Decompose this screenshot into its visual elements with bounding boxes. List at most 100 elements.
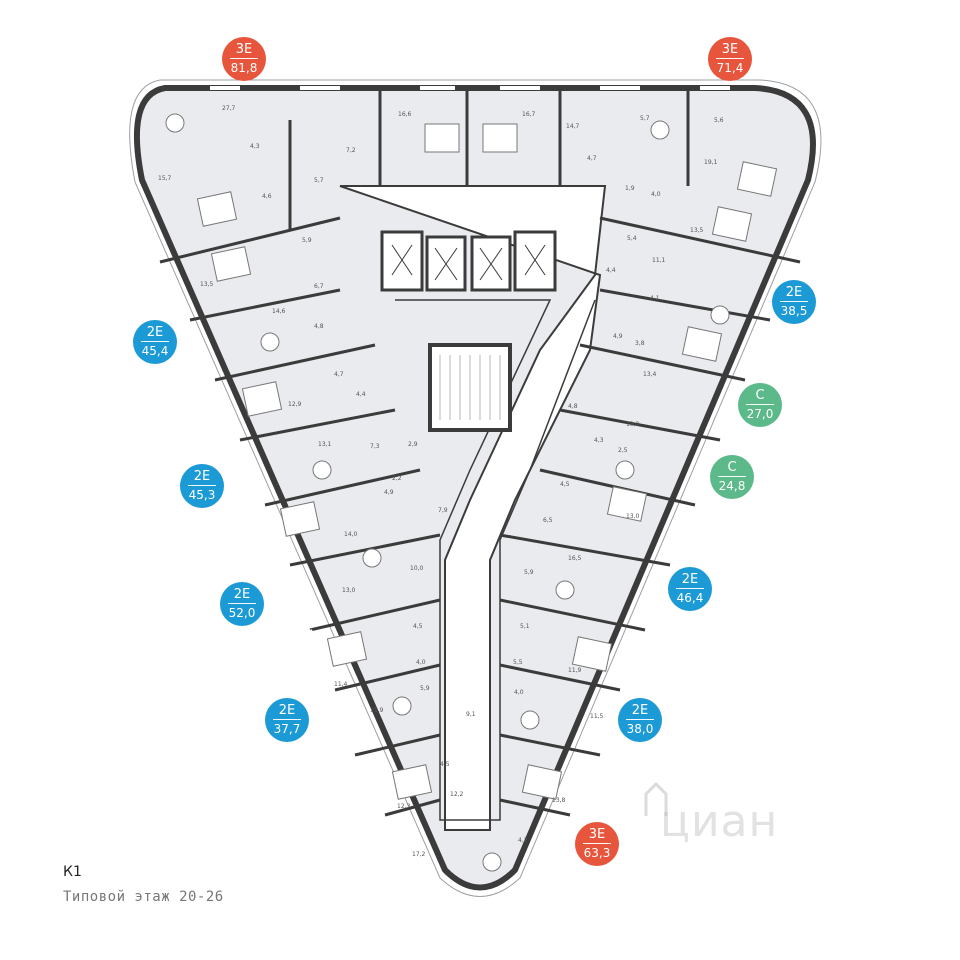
apartment-area: 37,7 [273, 722, 301, 736]
room-area-label: 7,3 [370, 443, 380, 450]
room-area-label: 1,9 [625, 185, 635, 192]
apartment-type: 2Е [228, 587, 256, 604]
room-area-label: 17,2 [412, 851, 426, 858]
building-outline-outer [129, 79, 822, 897]
central-core [339, 185, 607, 831]
apartment-type: 2Е [188, 469, 216, 486]
apartment-area: 27,0 [746, 407, 774, 421]
apartment-badge[interactable]: 3Е 81,8 [222, 37, 266, 81]
apartment-type: 3Е [716, 42, 744, 59]
apartment-badge[interactable]: 2Е 45,4 [133, 320, 177, 364]
room-area-label: 13,2 [626, 421, 640, 428]
apartment-area: 45,4 [141, 344, 169, 358]
room-area-label: 11,4 [334, 681, 348, 688]
room-area-label: 4,5 [440, 761, 450, 768]
room-area-label: 19,1 [704, 159, 718, 166]
room-area-label: 13,5 [690, 227, 704, 234]
room-area-label: 12,9 [288, 401, 302, 408]
room-area-label: 11,9 [370, 707, 384, 714]
room-area-label: 13,4 [643, 371, 657, 378]
room-area-label: 7,9 [438, 507, 448, 514]
apartment-badge[interactable]: 2Е 52,0 [220, 582, 264, 626]
apartment-type: 2Е [273, 703, 301, 720]
room-area-label: 13,1 [318, 441, 332, 448]
cian-watermark: циан [660, 796, 779, 847]
room-area-label: 11,1 [652, 257, 666, 264]
room-area-label: 2,9 [408, 441, 418, 448]
room-area-label: 6,7 [314, 283, 324, 290]
room-area-label: 4,7 [334, 371, 344, 378]
apartment-badge[interactable]: С 27,0 [738, 383, 782, 427]
room-area-label: 4,8 [568, 403, 578, 410]
room-area-label: 5,7 [640, 115, 650, 122]
room-area-label: 14,7 [566, 123, 580, 130]
apartment-type: С [746, 388, 774, 405]
building-label: К1 [63, 864, 82, 880]
room-area-label: 5,5 [513, 659, 523, 666]
apartment-area: 46,4 [676, 591, 704, 605]
room-area-label: 4,0 [514, 689, 524, 696]
apartment-type: 2Е [141, 325, 169, 342]
elevator-crosses [391, 244, 546, 281]
apartment-type: 2Е [676, 572, 704, 589]
room-area-label: 4,2 [518, 837, 528, 844]
facade-windows [168, 86, 792, 796]
room-area-label: 2,5 [618, 447, 628, 454]
room-area-label: 5,7 [314, 177, 324, 184]
room-area-label: 5,6 [714, 117, 724, 124]
room-area-label: 5,9 [420, 685, 430, 692]
apartment-area: 81,8 [230, 61, 258, 75]
room-area-label: 9,1 [466, 711, 476, 718]
room-area-label: 10,0 [410, 565, 424, 572]
room-area-label: 4,9 [384, 489, 394, 496]
cian-logo-icon [644, 781, 668, 816]
room-area-label: 4,7 [587, 155, 597, 162]
apartment-type: 2Е [626, 703, 654, 720]
room-area-label: 4,4 [606, 267, 616, 274]
apartment-badge[interactable]: 2Е 38,0 [618, 698, 662, 742]
partition-walls [159, 88, 801, 817]
room-area-label: 4,5 [413, 623, 423, 630]
room-area-label: 5,9 [302, 237, 312, 244]
room-area-label: 27,7 [222, 105, 236, 112]
apartment-badge[interactable]: 2Е 46,4 [668, 567, 712, 611]
room-area-label: 14,6 [272, 308, 286, 315]
room-area-label: 12,2 [450, 791, 464, 798]
room-area-label: 4,0 [416, 659, 426, 666]
corridor [395, 299, 596, 821]
apartment-badge[interactable]: С 24,8 [710, 455, 754, 499]
room-area-label: 2,2 [392, 475, 402, 482]
floor-caption: Типовой этаж 20-26 [63, 889, 224, 905]
room-area-label: 13,0 [342, 587, 356, 594]
apartment-area: 63,3 [583, 846, 611, 860]
apartment-area: 38,5 [780, 304, 808, 318]
furniture-beds [196, 123, 778, 800]
apartment-area: 52,0 [228, 606, 256, 620]
room-area-label: 7,2 [346, 147, 356, 154]
room-area-label: 4,6 [262, 193, 272, 200]
apartment-type: С [718, 460, 746, 477]
room-area-label: 13,8 [552, 797, 566, 804]
stair-steps [439, 355, 501, 420]
room-area-label: 4,1 [650, 295, 660, 302]
room-area-label: 4,0 [651, 191, 661, 198]
room-area-label: 11,5 [590, 713, 604, 720]
apartment-area: 24,8 [718, 479, 746, 493]
apartment-area: 38,0 [626, 722, 654, 736]
room-area-label: 13,0 [626, 513, 640, 520]
room-area-label: 11,9 [568, 667, 582, 674]
room-area-label: 14,0 [344, 531, 358, 538]
room-area-label: 15,7 [158, 175, 172, 182]
furniture-tables [165, 113, 730, 872]
room-area-label: 13,5 [200, 281, 214, 288]
apartment-type: 3Е [230, 42, 258, 59]
room-area-label: 5,4 [627, 235, 637, 242]
apartment-badge[interactable]: 2Е 37,7 [265, 698, 309, 742]
room-area-label: 3,8 [635, 340, 645, 347]
